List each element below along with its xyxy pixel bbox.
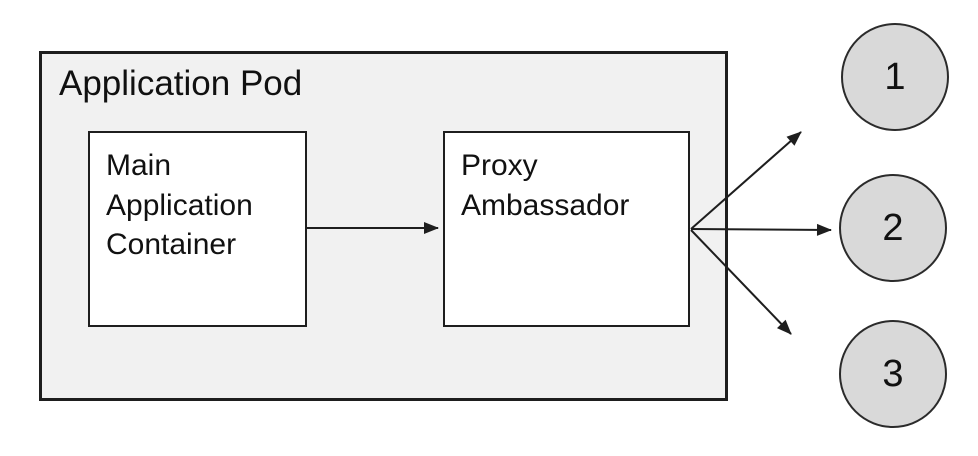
endpoint-1-label: 1 [884,55,906,98]
endpoint-circle-2: 2 [839,174,947,282]
endpoint-3-label: 3 [882,352,904,395]
endpoint-2-label: 2 [882,206,904,249]
node-main-application-container: Main Application Container [88,131,307,327]
node-proxy-ambassador: Proxy Ambassador [443,131,690,327]
application-pod-label: Application Pod [59,64,303,103]
endpoint-circle-1: 1 [841,23,949,131]
node-proxy-ambassador-label: Proxy Ambassador [461,149,630,222]
node-main-application-container-label: Main Application Container [106,149,253,262]
endpoint-circle-3: 3 [839,320,947,428]
